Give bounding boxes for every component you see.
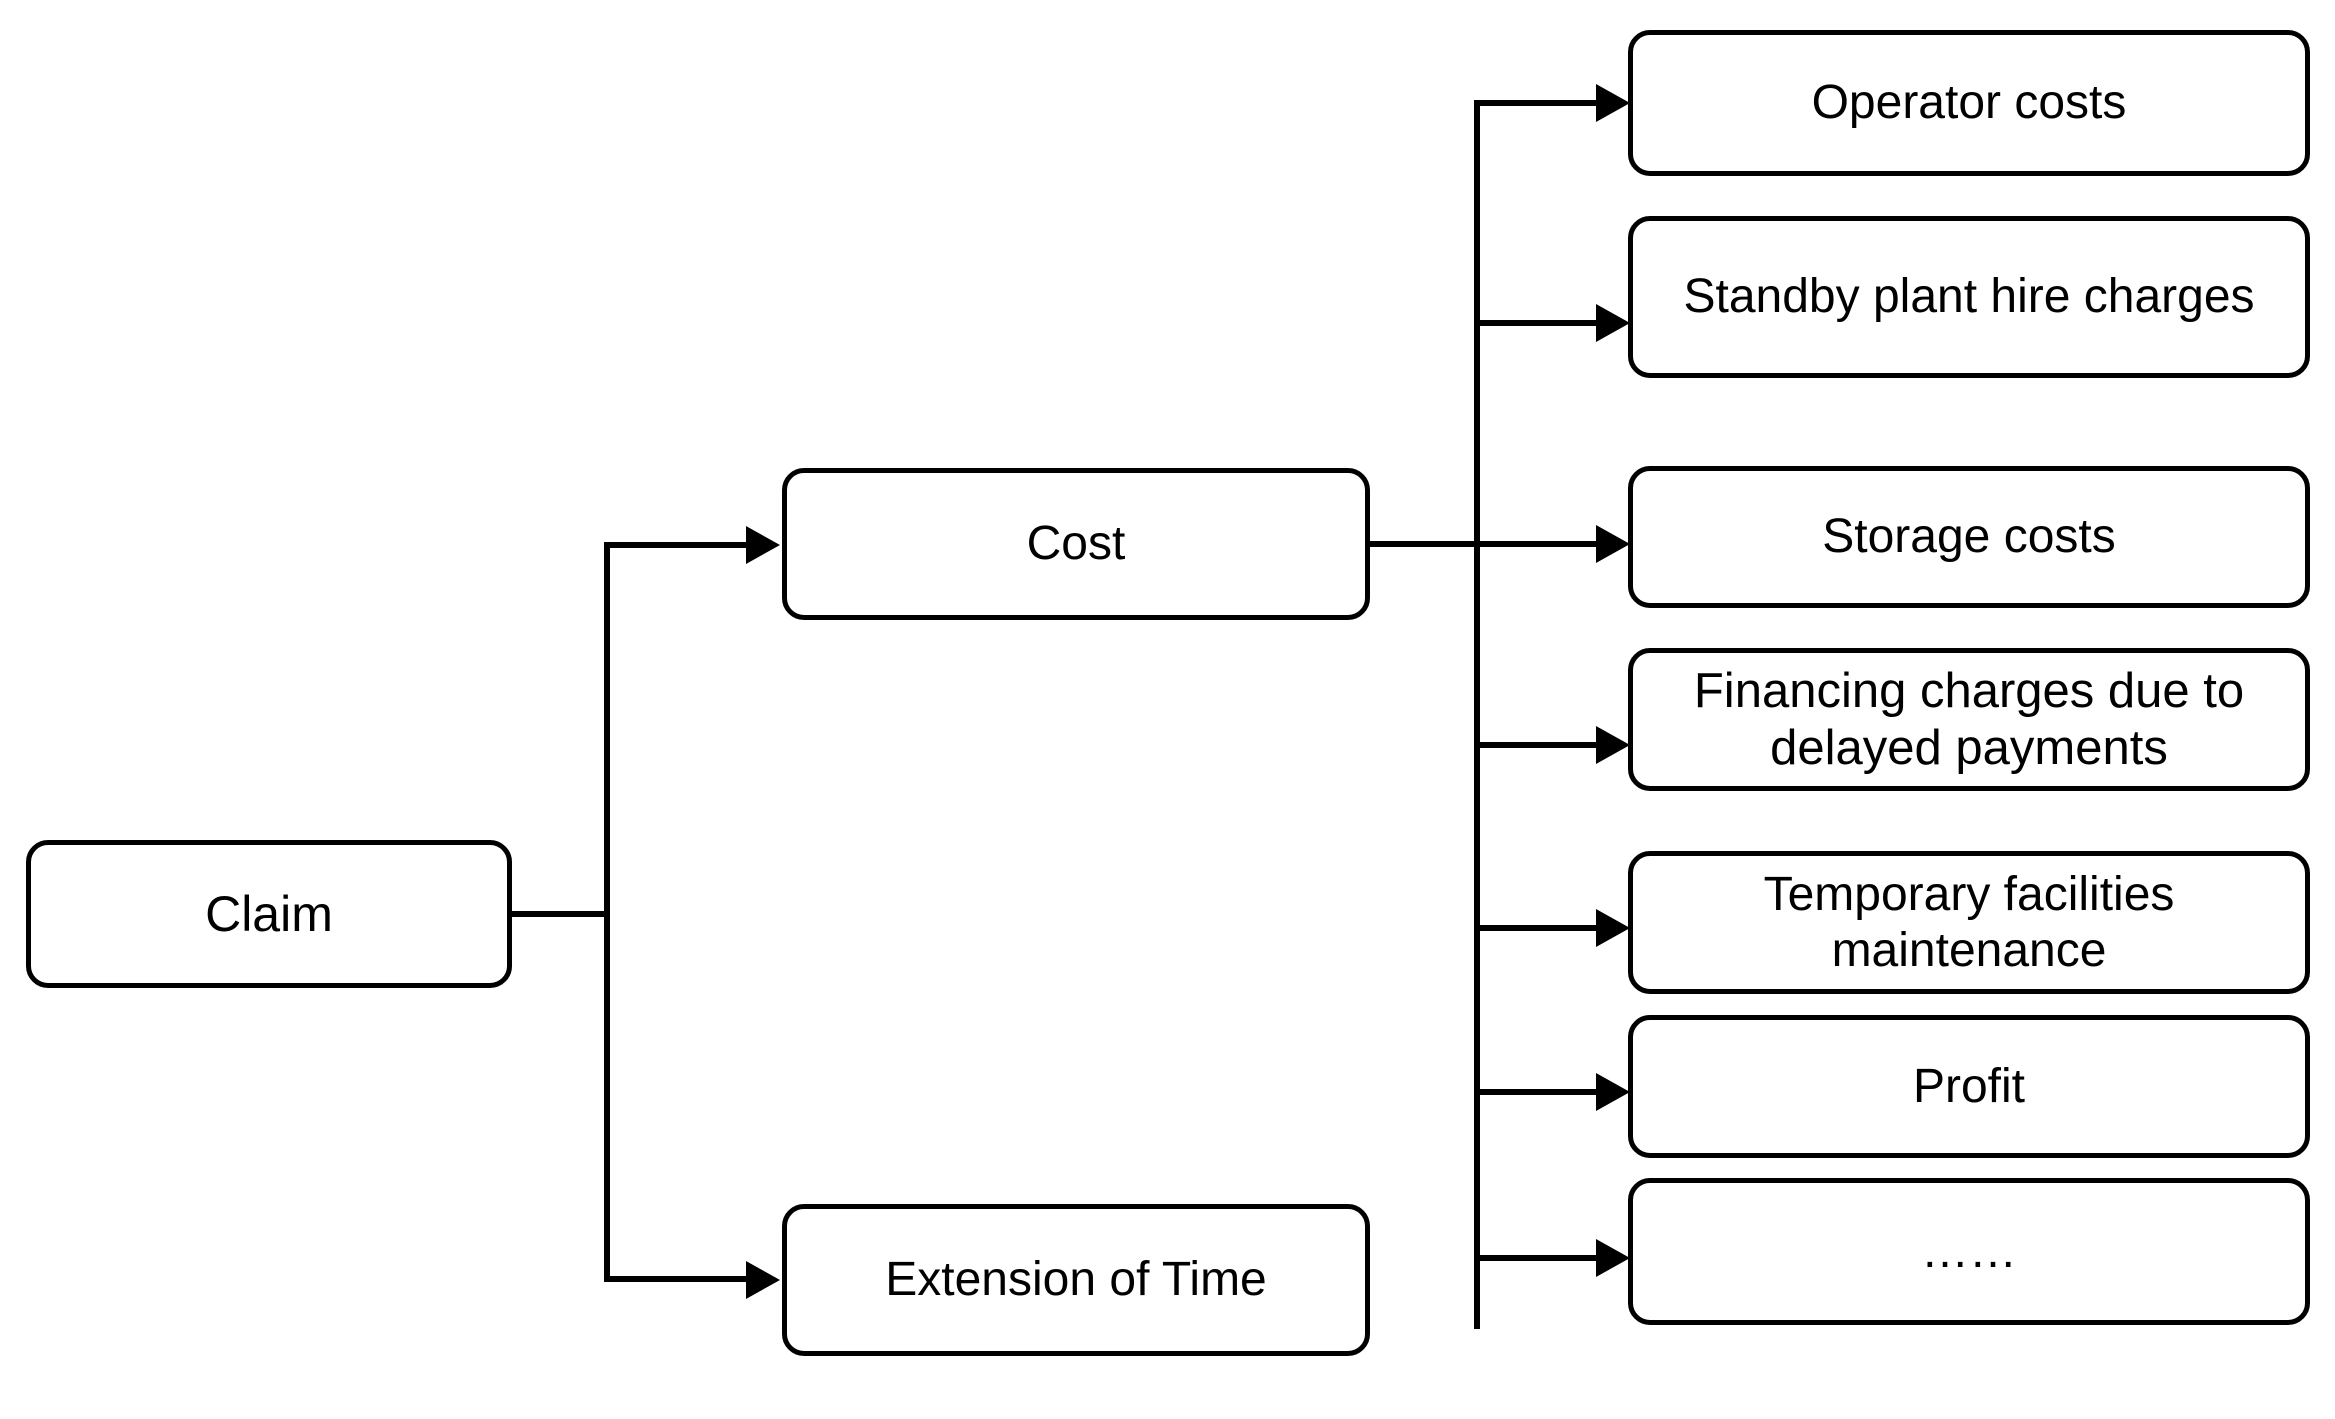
connector-trunk-left bbox=[604, 545, 610, 1282]
connector-cost-to-trunk bbox=[1370, 541, 1480, 547]
node-profit-label: Profit bbox=[1912, 1059, 2026, 1113]
arrowhead-standby-plant-hire bbox=[1596, 304, 1630, 342]
node-profit[interactable]: Profit bbox=[1628, 1015, 2310, 1158]
arrowhead-eot bbox=[746, 1261, 780, 1299]
arrowhead-storage-costs bbox=[1596, 525, 1630, 563]
node-storage-costs-label: Storage costs bbox=[1822, 510, 2116, 564]
node-claim-label: Claim bbox=[205, 886, 333, 942]
node-extension-of-time[interactable]: Extension of Time bbox=[782, 1204, 1370, 1356]
connector-to-profit bbox=[1474, 1089, 1602, 1095]
arrowhead-cost bbox=[746, 526, 780, 564]
node-claim[interactable]: Claim bbox=[26, 840, 512, 988]
node-storage-costs[interactable]: Storage costs bbox=[1628, 466, 2310, 608]
node-financing-charges[interactable]: Financing charges due to delayed payment… bbox=[1628, 648, 2310, 791]
node-standby-plant-hire-charges[interactable]: Standby plant hire charges bbox=[1628, 216, 2310, 378]
connector-to-operator-costs bbox=[1474, 100, 1602, 106]
connector-items-trunk bbox=[1474, 100, 1480, 1329]
node-cost[interactable]: Cost bbox=[782, 468, 1370, 620]
node-ellipsis-label: …… bbox=[1921, 1224, 2017, 1278]
arrowhead-temporary-facilities bbox=[1596, 909, 1630, 947]
connector-to-ellipsis bbox=[1474, 1255, 1602, 1261]
connector-trunk-to-eot bbox=[604, 1276, 752, 1282]
connector-to-standby-plant-hire bbox=[1474, 320, 1602, 326]
node-temporary-facilities-maintenance[interactable]: Temporary facilities maintenance bbox=[1628, 851, 2310, 994]
node-extension-of-time-label: Extension of Time bbox=[885, 1253, 1267, 1307]
arrowhead-operator-costs bbox=[1596, 84, 1630, 122]
node-ellipsis[interactable]: …… bbox=[1628, 1178, 2310, 1325]
connector-to-storage-costs bbox=[1474, 541, 1602, 547]
connector-to-financing-charges bbox=[1474, 742, 1602, 748]
node-operator-costs[interactable]: Operator costs bbox=[1628, 30, 2310, 176]
connector-to-temporary-facilities bbox=[1474, 925, 1602, 931]
connector-trunk-to-cost bbox=[604, 542, 752, 548]
node-standby-plant-hire-charges-label: Standby plant hire charges bbox=[1683, 270, 2255, 324]
arrowhead-ellipsis bbox=[1596, 1239, 1630, 1277]
node-operator-costs-label: Operator costs bbox=[1811, 76, 2127, 130]
arrowhead-financing-charges bbox=[1596, 726, 1630, 764]
node-temporary-facilities-maintenance-label: Temporary facilities maintenance bbox=[1763, 867, 2175, 977]
arrowhead-profit bbox=[1596, 1073, 1630, 1111]
connector-claim-to-trunk bbox=[510, 911, 610, 917]
node-cost-label: Cost bbox=[1026, 517, 1126, 571]
node-financing-charges-label: Financing charges due to delayed payment… bbox=[1693, 663, 2245, 775]
